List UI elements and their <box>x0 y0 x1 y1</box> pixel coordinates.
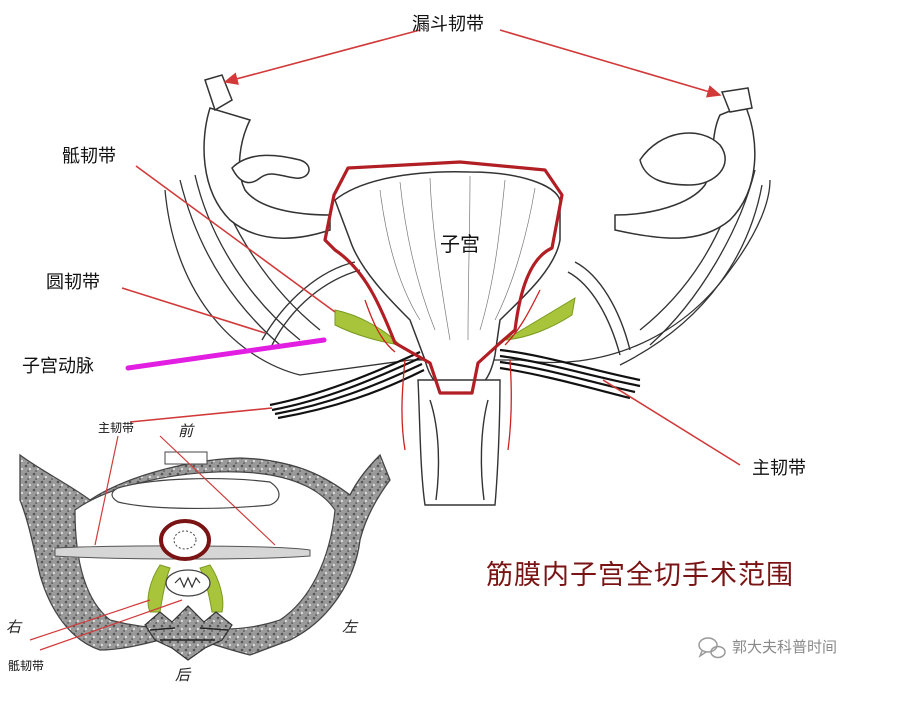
pointer-cardinal-left <box>129 407 273 423</box>
pointer-sacral <box>135 165 336 313</box>
label-sacral-ligament: 骶韧带 <box>62 146 116 167</box>
round-ligaments <box>261 261 631 356</box>
inset-label-front: 前 <box>178 422 194 440</box>
uterine-vessels <box>364 289 541 451</box>
left-adnexa <box>203 74 331 239</box>
label-uterus: 子宫 <box>440 232 480 256</box>
inset-label-sacral: 骶韧带 <box>8 659 45 673</box>
diagram-title: 筋膜内子宫全切手术范围 <box>486 560 794 591</box>
pointer-lines <box>121 29 741 466</box>
pointer-uterine-artery <box>125 337 327 371</box>
label-cardinal-ligament: 主韧带 <box>752 458 806 479</box>
label-infundibulopelvic-ligament: 漏斗韧带 <box>412 14 484 35</box>
pelvis-cross-section <box>19 451 391 661</box>
pointer-cardinal-right <box>602 379 741 466</box>
inset-label-cardinal: 主韧带 <box>98 421 135 435</box>
label-uterine-artery: 子宫动脉 <box>22 356 94 377</box>
surgical-boundary-line <box>323 160 564 395</box>
right-adnexa <box>614 87 756 239</box>
wechat-icon <box>698 637 726 659</box>
inset-pointer-lines <box>29 435 276 651</box>
watermark-text: 郭大夫科普时间 <box>732 638 838 656</box>
label-round-ligament: 圆韧带 <box>46 272 100 293</box>
uterus-body <box>334 170 561 393</box>
cervix-vagina <box>417 379 501 506</box>
pointer-infundibulo-right <box>499 29 722 98</box>
inset-label-right: 右 <box>6 618 22 636</box>
pointer-round <box>121 287 266 334</box>
pointer-infundibulo-left <box>223 29 421 85</box>
cardinal-ligament-shapes <box>269 348 641 420</box>
inset-label-back: 后 <box>175 666 191 684</box>
inset-label-left: 左 <box>342 618 358 636</box>
